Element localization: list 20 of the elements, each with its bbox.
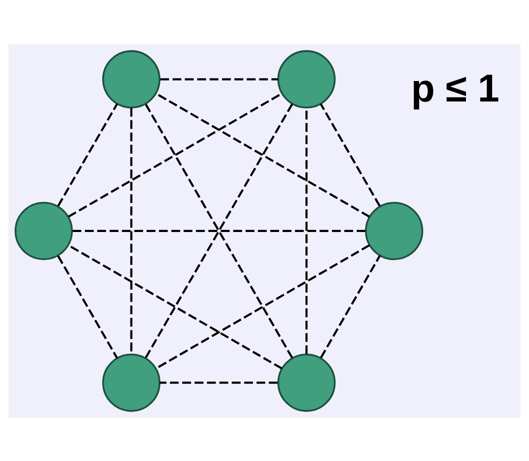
connector xyxy=(57,102,118,206)
node-circle xyxy=(277,50,336,108)
connector xyxy=(156,92,370,218)
node-circle xyxy=(102,353,160,412)
connector xyxy=(68,92,282,218)
connector xyxy=(160,78,278,80)
connector xyxy=(320,102,381,206)
connector xyxy=(130,107,132,354)
node-circle xyxy=(14,201,73,260)
label: p ≤ 1 xyxy=(411,67,500,110)
node-circle xyxy=(277,353,336,412)
connector xyxy=(156,244,370,369)
node-circle xyxy=(365,201,424,260)
connector xyxy=(68,244,282,369)
connector xyxy=(57,255,118,358)
connector xyxy=(144,103,294,358)
connector xyxy=(160,381,278,384)
node-circle xyxy=(102,50,160,108)
connector xyxy=(72,229,366,232)
connector xyxy=(320,254,381,358)
